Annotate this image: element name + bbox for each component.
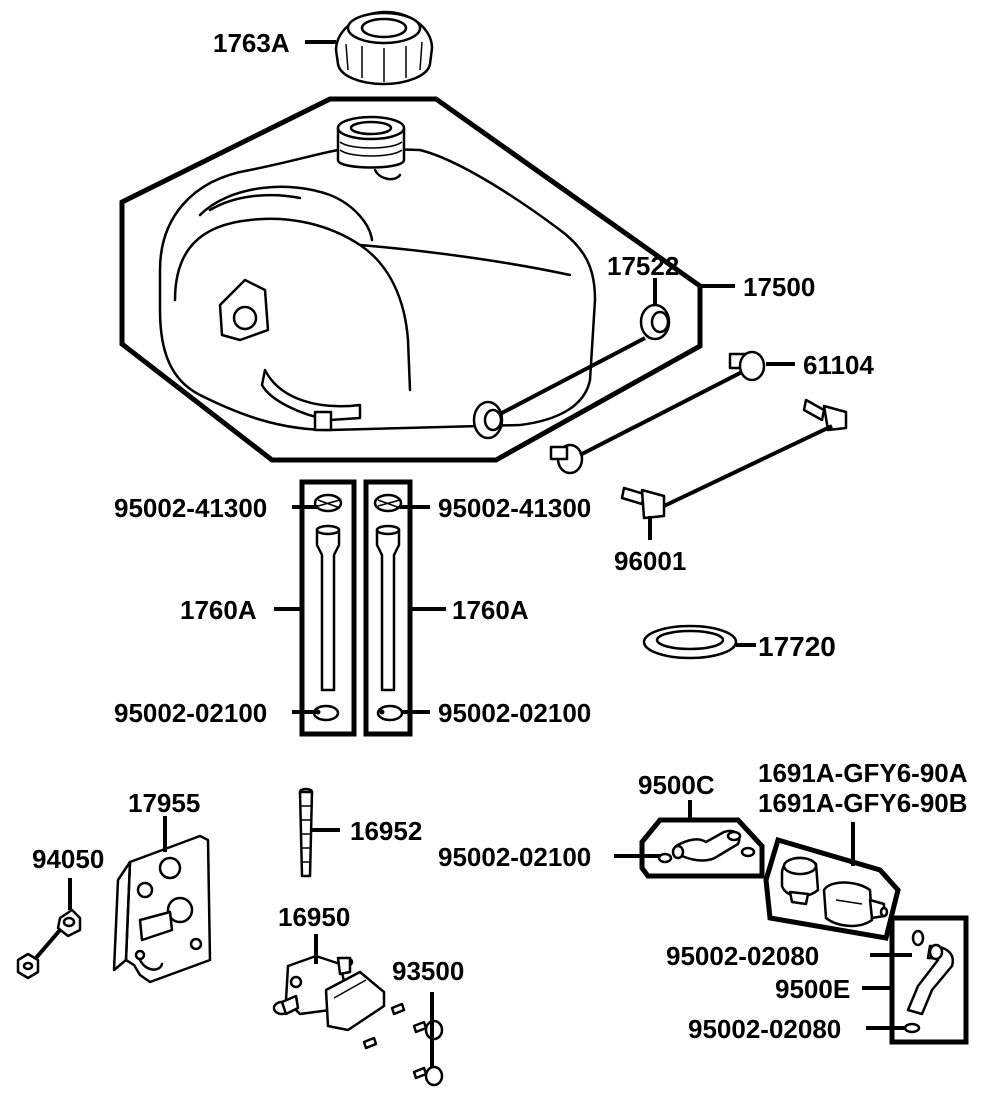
hose-right-label: 1760A <box>452 595 529 625</box>
filter-part <box>298 787 314 878</box>
clamp-bottom-left-label: 95002-02100 <box>114 698 267 728</box>
tank-frame <box>119 96 703 463</box>
bracket-part <box>112 834 212 984</box>
clamp-top-right-label: 95002-41300 <box>438 493 591 523</box>
fuel-tank-part <box>158 115 671 440</box>
filter-label: 16952 <box>350 816 422 846</box>
fuel-filter-b-label: 1691A-GFY6-90B <box>758 788 968 818</box>
collar-part <box>549 350 766 475</box>
grommet-label: 17522 <box>607 251 679 281</box>
screw-label: 93500 <box>392 956 464 986</box>
hose-right-part <box>373 493 404 722</box>
clamp-9500c-label: 95002-02100 <box>438 842 591 872</box>
hose-9500e-frame <box>889 915 969 1045</box>
hose-9500e-label: 9500E <box>775 974 850 1004</box>
tank-label: 17500 <box>743 272 815 302</box>
nut-label: 94050 <box>32 844 104 874</box>
fuel-cap-part <box>334 10 434 86</box>
fuel-filter-part <box>780 856 889 928</box>
fuel-filter-frame <box>763 836 901 941</box>
clamp-e-top-label: 95002-02080 <box>666 941 819 971</box>
hose-9500c-part <box>657 829 756 864</box>
clamp-top-left-label: 95002-41300 <box>114 493 267 523</box>
hose-9500c-frame <box>639 817 765 879</box>
clamp-e-bottom-label: 95002-02080 <box>688 1014 841 1044</box>
clamp-bottom-right-label: 95002-02100 <box>438 698 591 728</box>
nut-part <box>16 908 82 980</box>
hose-9500e-part <box>903 929 955 1034</box>
fuel-filter-a-label: 1691A-GFY6-90A <box>758 758 968 788</box>
gasket-label: 17720 <box>758 631 836 662</box>
bracket-label: 17955 <box>128 788 200 818</box>
bolt-part <box>620 398 848 520</box>
bolt-label: 96001 <box>614 546 686 576</box>
hose-left-label: 1760A <box>180 595 257 625</box>
gasket-part <box>642 624 738 660</box>
hose-left-part <box>312 493 343 722</box>
fuel-cock-label: 16950 <box>278 902 350 932</box>
collar-label: 61104 <box>803 350 874 380</box>
fuel-cock-part <box>272 954 386 1032</box>
hose-9500c-label: 9500C <box>638 770 715 800</box>
cap-label: 1763A <box>213 28 290 58</box>
